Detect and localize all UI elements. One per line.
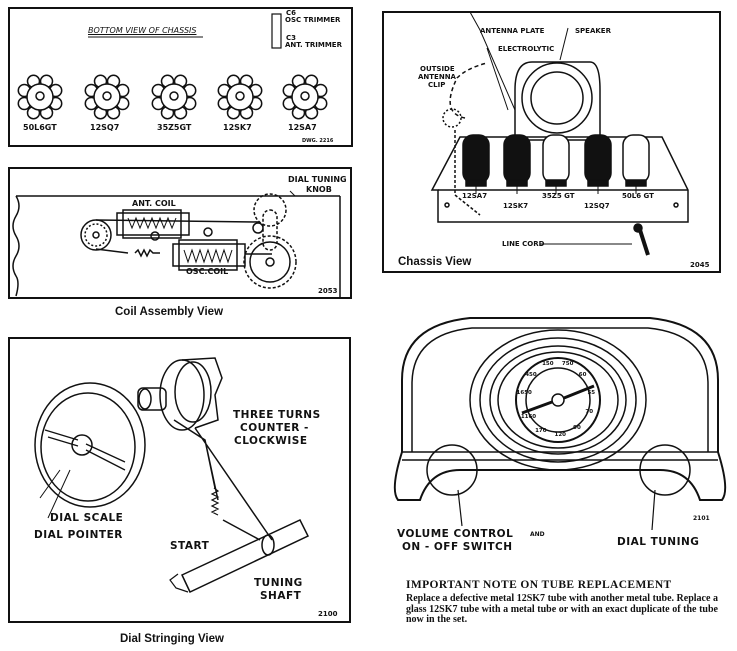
drawing-number: 2053 xyxy=(318,287,338,295)
vacuum-tube xyxy=(462,134,490,194)
dial-scale-label: DIAL SCALE xyxy=(50,512,124,524)
tube-socket xyxy=(17,74,63,120)
tuning-shaft-line1: TUNING xyxy=(254,577,303,589)
volume-control-and: AND xyxy=(530,531,545,538)
tube-socket xyxy=(217,74,263,120)
socket-label: 12SQ7 xyxy=(90,123,120,132)
volume-control-line2: ON - OFF SWITCH xyxy=(402,541,513,553)
three-turns-line2: COUNTER - xyxy=(240,422,309,434)
dial-pointer-label: DIAL POINTER xyxy=(34,529,123,541)
tube-label: 35Z5 GT xyxy=(542,192,575,200)
socket-label: 50L6GT xyxy=(23,123,57,132)
note-title: IMPORTANT NOTE ON TUBE REPLACEMENT xyxy=(406,579,672,591)
vacuum-tube xyxy=(584,134,612,194)
note-body: Replace a defective metal 12SK7 tube wit… xyxy=(406,593,718,625)
tube-label: 12SA7 xyxy=(462,192,488,200)
bottom-view-panel xyxy=(8,7,353,147)
drawing-number: DWG. 2216 xyxy=(302,138,334,144)
volume-control-line1: VOLUME CONTROL xyxy=(397,528,514,540)
osc-coil-label: OSC.COIL xyxy=(186,267,229,276)
drawing-number: 2045 xyxy=(690,261,710,269)
dial-number: 450 xyxy=(525,371,537,378)
dial-number: 1160 xyxy=(520,414,537,420)
drawing-number: 2100 xyxy=(318,610,338,618)
clip-label-line1: OUTSIDE xyxy=(420,65,455,73)
speaker-label: SPEAKER xyxy=(575,27,611,35)
tube-label: 12SQ7 xyxy=(584,202,610,210)
three-turns-line3: CLOCKWISE xyxy=(234,435,308,447)
trimmer-label-ant: ANT. TRIMMER xyxy=(285,41,342,49)
dial-number: 55 xyxy=(587,389,596,396)
ant-coil-label: ANT. COIL xyxy=(132,199,176,208)
trimmer-ref-c6: C6 xyxy=(286,9,297,17)
socket-label: 12SA7 xyxy=(288,123,317,132)
chassis-view-panel xyxy=(382,11,721,273)
tube-socket xyxy=(282,74,328,120)
antenna-plate-label: ANTENNA PLATE xyxy=(480,27,545,35)
dial-tuning-label: DIAL TUNING xyxy=(617,536,700,548)
chassis-view-caption: Chassis View xyxy=(398,256,472,268)
dial-number: 1650 xyxy=(516,389,532,396)
radio-front-panel xyxy=(393,317,727,531)
tube-label: 50L6 GT xyxy=(622,192,654,200)
tube-replacement-note: IMPORTANT NOTE ON TUBE REPLACEMENT Repla… xyxy=(406,579,718,626)
coil-assembly-caption: Coil Assembly View xyxy=(115,306,224,318)
dial-stringing-panel xyxy=(8,337,351,623)
dial-number: 750 xyxy=(561,361,574,368)
socket-label: 35Z5GT xyxy=(157,123,192,132)
clip-label-line3: CLIP xyxy=(428,81,446,89)
drawing-number: 2101 xyxy=(693,515,710,522)
dial-number: 120 xyxy=(554,431,566,438)
bottom-view-title: BOTTOM VIEW OF CHASSIS xyxy=(88,26,197,35)
tuning-shaft-line2: SHAFT xyxy=(260,590,302,602)
trimmer-ref-c3: C3 xyxy=(286,34,297,42)
knob-label-line1: DIAL TUNING xyxy=(288,175,347,184)
vacuum-tube xyxy=(503,134,531,194)
dial-number: 170 xyxy=(535,427,547,434)
vacuum-tube xyxy=(622,134,650,194)
start-label: START xyxy=(170,540,210,552)
dial-stringing-caption: Dial Stringing View xyxy=(120,633,224,645)
knob-label-line2: KNOB xyxy=(306,185,332,194)
trimmer-label-osc: OSC TRIMMER xyxy=(285,16,341,24)
dial-number: 60 xyxy=(578,371,587,378)
socket-label: 12SK7 xyxy=(223,123,252,132)
three-turns-line1: THREE TURNS xyxy=(233,409,321,421)
dial-number: 150 xyxy=(542,361,554,368)
electrolytic-label: ELECTROLYTIC xyxy=(498,45,555,53)
dial-number: 70 xyxy=(585,409,594,416)
tube-socket xyxy=(151,74,197,120)
clip-label-line2: ANTENNA xyxy=(418,73,456,81)
coil-assembly-panel xyxy=(8,167,352,299)
tube-label: 12SK7 xyxy=(503,202,529,210)
tube-socket xyxy=(84,74,130,120)
vacuum-tube xyxy=(542,134,570,194)
line-cord-label: LINE CORD xyxy=(502,240,545,248)
dial-number: 90 xyxy=(573,425,581,432)
